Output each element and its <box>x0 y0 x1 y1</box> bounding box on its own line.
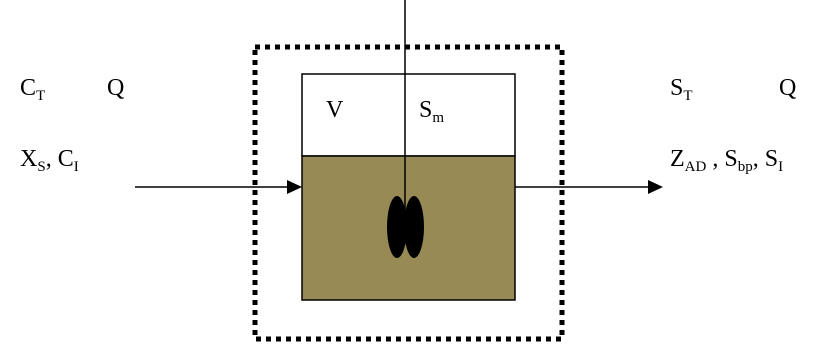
outlet-concentration-label: ST <box>670 75 693 104</box>
impeller-blade-right <box>404 196 424 258</box>
reactor-volume-label: V <box>326 97 344 123</box>
inlet-concentration-label: CT <box>20 75 46 104</box>
control-volume-boundary <box>252 44 565 342</box>
impeller-blade-left <box>387 196 407 258</box>
outlet-flow-label: Q <box>779 75 797 101</box>
inlet-arrow-head <box>287 180 302 194</box>
inlet-components-label: XS, CI <box>20 146 79 175</box>
reactor-substrate-label: Sm <box>419 97 445 126</box>
outlet-components-label: ZAD , Sbp, SI <box>670 146 784 175</box>
outlet-arrow-head <box>648 180 663 194</box>
inlet-flow-label: Q <box>107 75 125 101</box>
